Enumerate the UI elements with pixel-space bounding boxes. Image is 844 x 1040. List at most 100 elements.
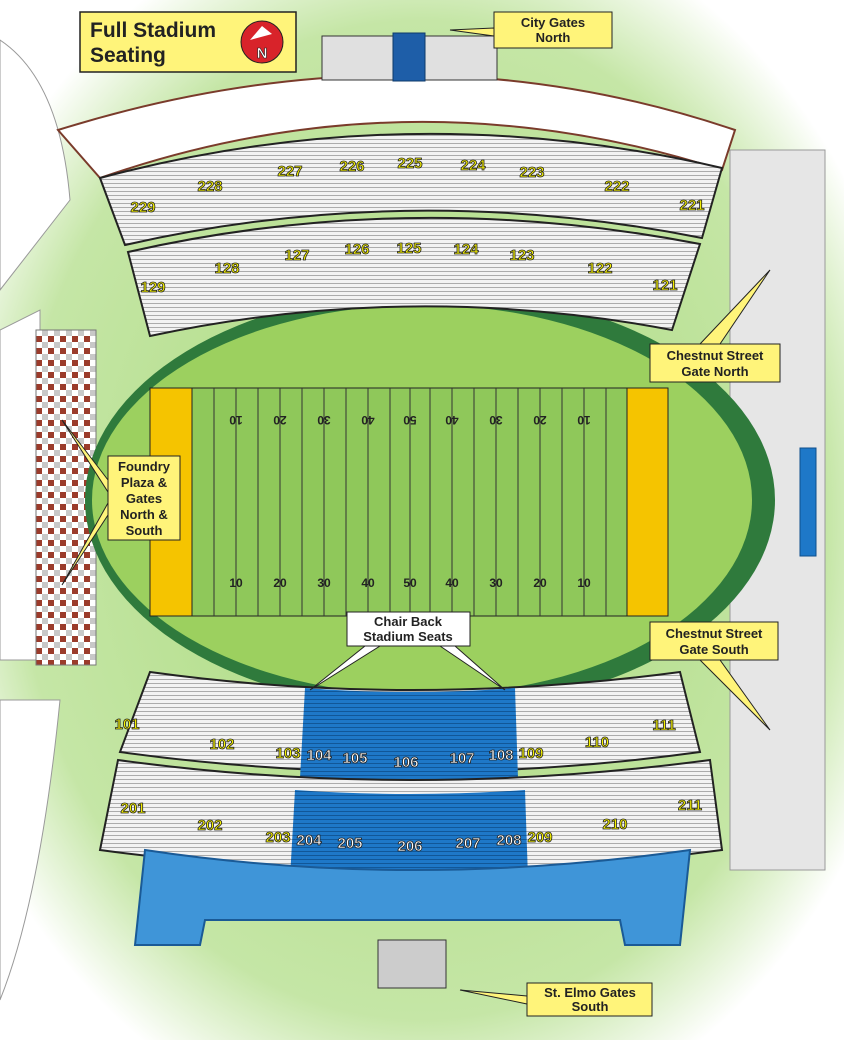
callout-chestnut-south: Chestnut Street Gate South — [649, 621, 779, 731]
yard-number: 20 — [533, 413, 547, 427]
section-102[interactable]: 102 — [209, 736, 235, 754]
callout-text: Gate North — [681, 364, 748, 379]
section-127[interactable]: 127 — [284, 247, 310, 265]
section-208[interactable]: 208 — [496, 832, 522, 850]
callout-text: Chestnut Street — [666, 626, 763, 641]
yard-number: 10 — [577, 413, 591, 427]
callout-text: North & — [120, 507, 168, 522]
section-221[interactable]: 221 — [679, 197, 705, 215]
yard-number: 10 — [577, 576, 591, 590]
section-128[interactable]: 128 — [214, 260, 240, 278]
callout-text: Plaza & — [121, 475, 167, 490]
section-223[interactable]: 223 — [519, 164, 545, 182]
title-line2: Seating — [90, 44, 166, 67]
yard-number: 30 — [317, 413, 331, 427]
section-109[interactable]: 109 — [518, 745, 544, 763]
callout-text: Gates — [126, 491, 162, 506]
yard-number: 40 — [445, 413, 459, 427]
callout-text: St. Elmo Gates — [544, 985, 636, 1000]
south-lower-sections[interactable]: 101 102 103 104 105 106 107 108 109 110 … — [114, 716, 676, 772]
section-207[interactable]: 207 — [455, 835, 481, 853]
section-101[interactable]: 101 — [114, 716, 140, 734]
callout-text: Stadium Seats — [363, 629, 453, 644]
section-229[interactable]: 229 — [130, 199, 156, 217]
callout-chair-back: Chair Back Stadium Seats — [309, 611, 506, 691]
section-224[interactable]: 224 — [460, 157, 486, 175]
north-upper-sections[interactable]: 229 228 227 226 225 224 223 222 221 — [130, 155, 705, 217]
section-107[interactable]: 107 — [449, 750, 475, 768]
yard-lines — [213, 388, 607, 616]
section-122[interactable]: 122 — [587, 260, 613, 278]
section-209[interactable]: 209 — [527, 829, 553, 847]
yard-number: 50 — [403, 576, 417, 590]
yard-number: 10 — [229, 413, 243, 427]
title-line1: Full Stadium — [90, 19, 216, 42]
section-204[interactable]: 204 — [296, 832, 322, 850]
section-129[interactable]: 129 — [140, 279, 166, 297]
section-123[interactable]: 123 — [509, 247, 535, 265]
callout-text: Chestnut Street — [667, 348, 764, 363]
yard-number: 10 — [229, 576, 243, 590]
callout-city-gates-north: City Gates North — [449, 11, 613, 49]
east-endzone — [626, 387, 669, 617]
section-126[interactable]: 126 — [344, 241, 370, 259]
south-chairback-lower — [300, 688, 518, 782]
section-228[interactable]: 228 — [197, 178, 223, 196]
section-125[interactable]: 125 — [396, 240, 422, 258]
yard-number: 20 — [273, 413, 287, 427]
section-103[interactable]: 103 — [275, 745, 301, 763]
yard-numbers-bottom: 10 20 30 40 50 40 30 20 10 — [229, 576, 591, 590]
callout-st-elmo: St. Elmo Gates South — [459, 982, 653, 1017]
section-227[interactable]: 227 — [277, 163, 303, 181]
section-111[interactable]: 111 — [652, 717, 676, 735]
section-104[interactable]: 104 — [306, 747, 332, 765]
yard-number: 40 — [361, 576, 375, 590]
city-gates-north-door — [392, 32, 426, 82]
section-211[interactable]: 211 — [677, 797, 702, 815]
section-121[interactable]: 121 — [652, 277, 678, 295]
yard-number: 30 — [317, 576, 331, 590]
north-outer-ring — [56, 74, 737, 180]
yard-number: 30 — [489, 576, 503, 590]
north-lower-deck — [126, 216, 702, 338]
yard-number: 40 — [445, 576, 459, 590]
callout-chestnut-north: Chestnut Street Gate North — [649, 269, 781, 383]
section-108[interactable]: 108 — [488, 747, 514, 765]
section-222[interactable]: 222 — [604, 178, 630, 196]
callout-text: City Gates — [521, 15, 585, 30]
section-106[interactable]: 106 — [393, 754, 419, 772]
south-concourse — [133, 848, 692, 946]
section-210[interactable]: 210 — [602, 816, 628, 834]
yard-number: 30 — [489, 413, 503, 427]
callout-text: Gate South — [679, 642, 748, 657]
section-201[interactable]: 201 — [120, 800, 146, 818]
yard-number: 40 — [361, 413, 375, 427]
section-110[interactable]: 110 — [584, 734, 609, 752]
yard-numbers-top: 10 20 30 40 50 40 30 20 10 — [229, 413, 591, 427]
east-gate-blue — [799, 447, 817, 557]
callout-foundry: Foundry Plaza & Gates North & South — [61, 419, 181, 586]
yard-number: 20 — [533, 576, 547, 590]
section-203[interactable]: 203 — [265, 829, 291, 847]
section-226[interactable]: 226 — [339, 158, 365, 176]
section-124[interactable]: 124 — [453, 241, 479, 259]
yard-number: 50 — [403, 413, 417, 427]
callout-text: North — [536, 30, 571, 45]
north-arrow-icon — [250, 26, 272, 40]
section-206[interactable]: 206 — [397, 838, 423, 856]
callout-text: Chair Back — [374, 614, 443, 629]
north-upper-deck — [98, 132, 724, 247]
section-202[interactable]: 202 — [197, 817, 223, 835]
south-upper-sections[interactable]: 201 202 203 204 205 206 207 208 209 210 … — [120, 797, 702, 856]
yard-number: 20 — [273, 576, 287, 590]
section-105[interactable]: 105 — [342, 750, 368, 768]
callout-text: South — [572, 999, 609, 1014]
title-box: Full Stadium Seating N — [79, 11, 297, 73]
section-205[interactable]: 205 — [337, 835, 363, 853]
north-lower-sections[interactable]: 129 128 127 126 125 124 123 122 121 — [140, 240, 678, 297]
callout-text: Foundry — [118, 459, 171, 474]
section-225[interactable]: 225 — [397, 155, 423, 173]
south-chairback-upper — [290, 790, 528, 882]
compass-icon — [240, 20, 284, 64]
